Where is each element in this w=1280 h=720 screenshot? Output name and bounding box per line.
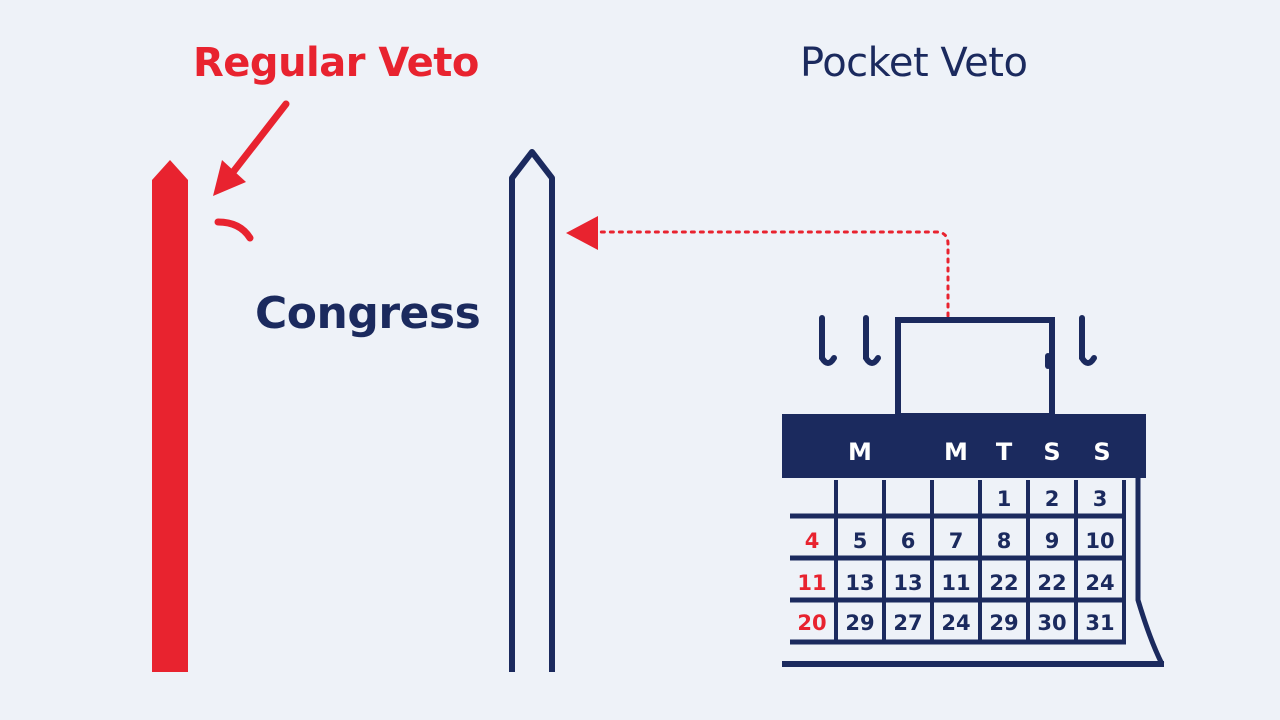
calendar-day: 2 [1045,487,1060,511]
calendar-header-label: T [996,438,1013,466]
calendar-day: 1 [997,487,1012,511]
calendar-day: 29 [989,611,1018,635]
arrow-icon [213,100,290,196]
regular-veto-title: Regular Veto [193,40,479,86]
calendar-day: 22 [989,571,1018,595]
calendar-day: 20 [797,611,826,635]
calendar-day: 6 [901,529,916,553]
calendar-day: 27 [893,611,922,635]
calendar-header-label: M [944,438,968,466]
congress-label: Congress [255,288,481,339]
calendar-day: 7 [949,529,964,553]
red-pillar-icon [152,160,188,672]
calendar-header-label: M [848,438,872,466]
calendar-day: 11 [797,571,826,595]
dotted-arrow-icon [566,216,950,318]
calendar-day: 8 [997,529,1012,553]
calendar-day: 31 [1085,611,1114,635]
calendar-day: 30 [1037,611,1066,635]
calendar-header-label: S [1043,438,1060,466]
pocket-veto-title: Pocket Veto [800,40,1028,86]
curve-mark-icon [214,218,254,242]
calendar-day: 11 [941,571,970,595]
calendar-day: 9 [1045,529,1060,553]
navy-pillar-icon [509,149,555,672]
calendar-day: 29 [845,611,874,635]
calendar-day: 13 [893,571,922,595]
calendar-header-label: S [1093,438,1110,466]
calendar-day: 22 [1037,571,1066,595]
calendar-day: 4 [805,529,820,553]
calendar-day: 5 [853,529,868,553]
calendar-day: 3 [1093,487,1108,511]
calendar-day: 24 [1085,571,1114,595]
calendar-day: 13 [845,571,874,595]
calendar-day: 24 [941,611,970,635]
calendar-day: 10 [1085,529,1114,553]
